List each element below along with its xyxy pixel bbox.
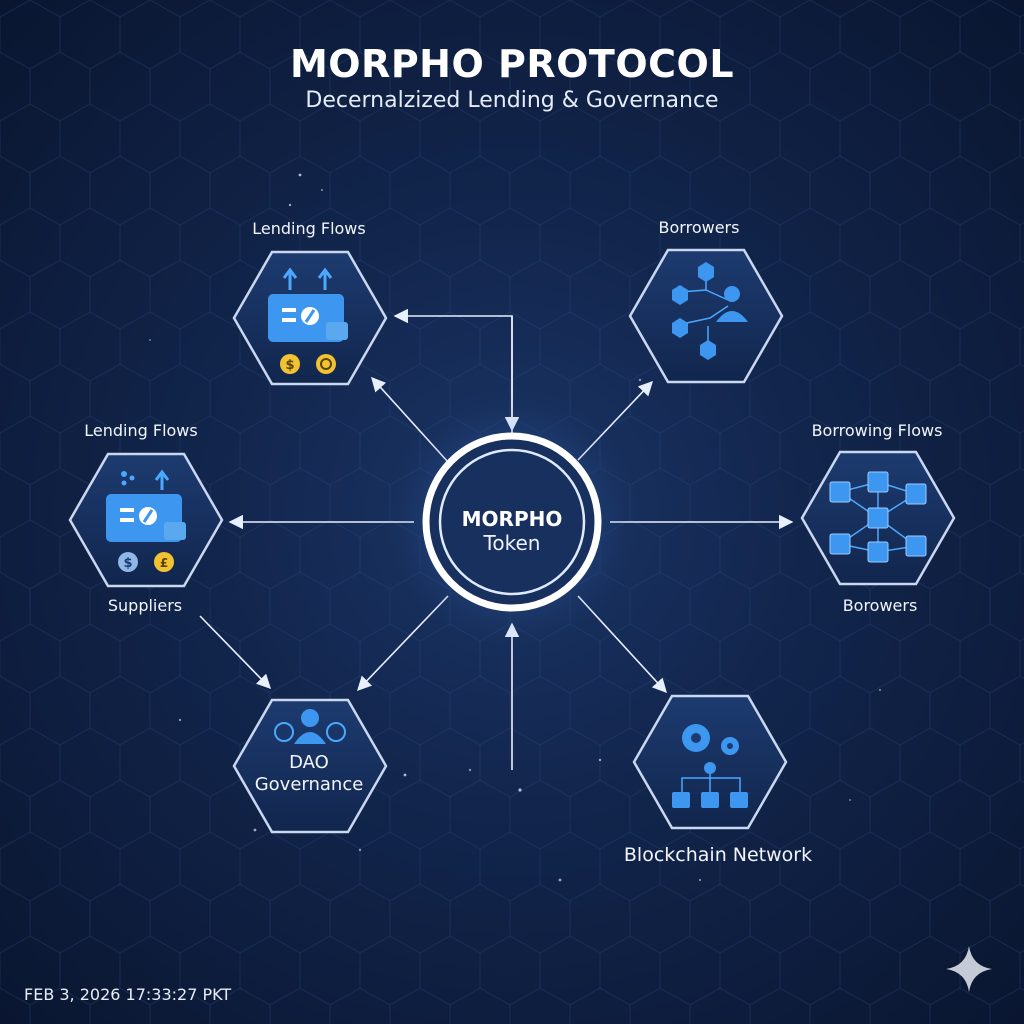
- center-token-subtitle: Token: [483, 531, 541, 555]
- label-dao-governance: DAO Governance: [255, 752, 364, 796]
- hex-lending-left[interactable]: $ £: [68, 452, 224, 588]
- label-borowers: Borowers: [842, 596, 918, 615]
- timestamp: FEB 3, 2026 17:33:27 PKT: [24, 985, 232, 1004]
- hex-blockchain[interactable]: [632, 694, 788, 830]
- hex-borrowers-top[interactable]: [628, 248, 784, 384]
- svg-text:£: £: [160, 556, 168, 570]
- hex-lending-top[interactable]: $: [232, 250, 388, 386]
- cube-network-icon: [829, 471, 927, 563]
- hex-dao[interactable]: [232, 698, 388, 834]
- label-lending-top: Lending Flows: [252, 219, 366, 238]
- lending-card-icon: $ £: [106, 469, 186, 572]
- label-borrowers-top: Borrowers: [658, 218, 740, 237]
- sparkle-icon: [946, 946, 992, 992]
- label-borrowing-flows: Borrowing Flows: [811, 421, 943, 440]
- label-lending-left: Lending Flows: [84, 421, 198, 440]
- lending-card-icon: $: [268, 267, 348, 374]
- governance-people-icon: [274, 709, 346, 744]
- label-dao: DAO: [289, 752, 329, 773]
- borrower-network-icon: [672, 262, 748, 360]
- label-blockchain: Blockchain Network: [623, 844, 813, 866]
- gears-network-icon: [672, 724, 748, 808]
- page-subtitle: Decernalzized Lending & Governance: [305, 88, 719, 113]
- hex-borrowing-right[interactable]: [800, 450, 956, 586]
- label-governance: Governance: [254, 774, 364, 795]
- star-particles: [149, 173, 882, 882]
- svg-text:$: $: [123, 556, 132, 571]
- arrow-suppliers-to-dao: [199, 615, 272, 690]
- morpho-token-node[interactable]: [382, 392, 642, 652]
- center-token-title: MORPHO: [461, 507, 563, 531]
- svg-text:$: $: [285, 358, 294, 373]
- page-title: MORPHO PROTOCOL: [289, 42, 735, 86]
- label-suppliers: Suppliers: [107, 596, 183, 615]
